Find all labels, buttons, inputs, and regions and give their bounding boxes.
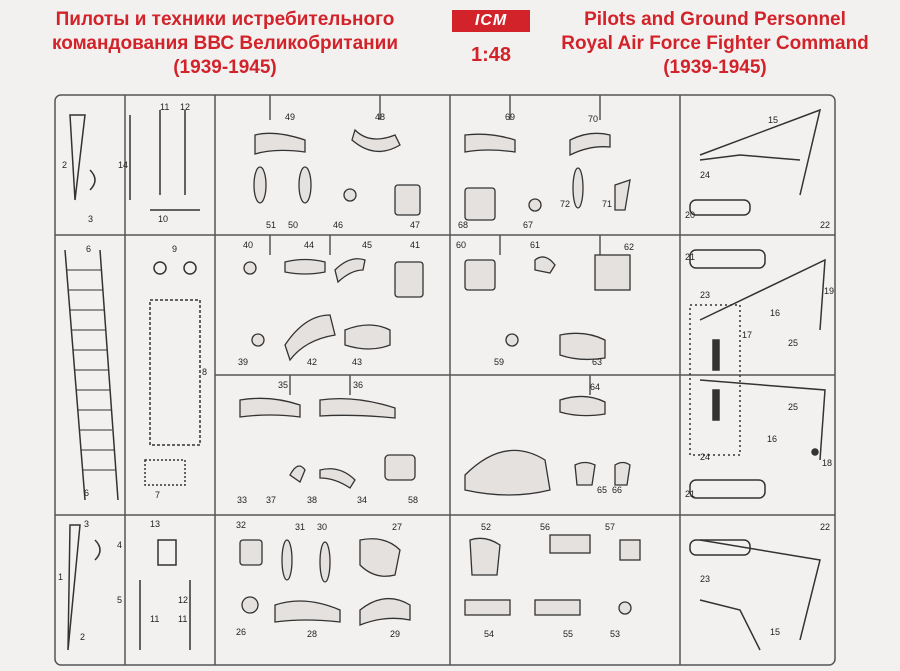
part-number: 8 [202,367,207,377]
part-number: 15 [768,115,778,125]
part-number: 28 [307,629,317,639]
part-number: 52 [481,522,491,532]
part-number: 66 [612,485,622,495]
part-number: 14 [118,160,128,170]
part-number: 39 [238,357,248,367]
part-number: 12 [178,595,188,605]
part-number: 3 [84,519,89,529]
part-number: 32 [236,520,246,530]
title-english: Pilots and Ground Personnel Royal Air Fo… [540,8,890,80]
part-number: 65 [597,485,607,495]
part-number: 15 [770,627,780,637]
part-number: 45 [362,240,372,250]
part-number: 69 [505,112,515,122]
part-number: 9 [172,244,177,254]
part-number: 56 [540,522,550,532]
part-number: 30 [317,522,327,532]
part-number: 55 [563,629,573,639]
part-number: 62 [624,242,634,252]
part-number: 29 [390,629,400,639]
part-number: 37 [266,495,276,505]
part-number: 36 [353,380,363,390]
title-russian: Пилоты и техники истребительного командо… [0,8,450,80]
title-en-line-2: Royal Air Force Fighter Command [561,33,869,54]
part-number: 6 [84,488,89,498]
part-number: 11 [160,102,169,112]
icm-logo: ICM [452,10,530,32]
part-number: 58 [408,495,418,505]
part-number: 2 [62,160,67,170]
scale-label: 1:48 [470,44,512,66]
part-number: 59 [494,357,504,367]
part-number: 26 [236,627,246,637]
part-number: 24 [700,170,710,180]
part-number: 53 [610,629,620,639]
part-number: 60 [456,240,466,250]
part-number: 1 [58,572,63,582]
part-number: 2 [80,632,85,642]
part-number: 11 [178,614,187,624]
part-number: 54 [484,629,494,639]
title-ru-line-1: Пилоты и техники истребительного [55,9,395,30]
title-ru-line-2: командования ВВС Великобритании [52,33,398,54]
part-number: 47 [410,220,420,230]
part-number: 11 [150,614,159,624]
part-number: 22 [820,522,830,532]
part-number: 6 [86,244,91,254]
part-number: 25 [788,402,798,412]
part-number: 22 [820,220,830,230]
part-number: 72 [560,199,570,209]
part-number: 12 [180,102,190,112]
part-number: 10 [158,214,168,224]
part-number: 25 [788,338,798,348]
sprue-frame [54,94,836,666]
part-number: 49 [285,112,295,122]
part-number: 68 [458,220,468,230]
part-number: 33 [237,495,247,505]
part-number: 23 [700,574,710,584]
part-number: 3 [88,214,93,224]
part-number: 46 [333,220,343,230]
part-number: 41 [410,240,420,250]
part-numbers: 11 12 2 14 3 10 6 9 8 6 7 3 13 4 1 5 12 … [58,102,834,642]
part-number: 17 [742,330,752,340]
part-number: 18 [822,458,832,468]
part-number: 38 [307,495,317,505]
part-number: 63 [592,357,602,367]
part-number: 27 [392,522,402,532]
part-number: 13 [150,519,160,529]
part-number: 21 [685,252,695,262]
part-number: 57 [605,522,615,532]
part-number: 67 [523,220,533,230]
part-number: 40 [243,240,253,250]
part-number: 20 [685,210,695,220]
part-number: 51 [266,220,276,230]
part-number: 35 [278,380,288,390]
part-number: 48 [375,112,385,122]
part-number: 23 [700,290,710,300]
part-number: 50 [288,220,298,230]
part-number: 70 [588,114,598,124]
part-number: 21 [685,489,695,499]
part-number: 7 [155,490,160,500]
part-number: 4 [117,540,122,550]
part-number: 34 [357,495,367,505]
part-number: 31 [295,522,305,532]
part-number: 44 [304,240,314,250]
part-number: 42 [307,357,317,367]
part-number: 24 [700,452,710,462]
part-number: 43 [352,357,362,367]
part-number: 16 [770,308,780,318]
part-number: 71 [602,199,612,209]
part-number: 64 [590,382,600,392]
title-en-line-1: Pilots and Ground Personnel [584,9,846,30]
part-number: 5 [117,595,122,605]
title-ru-line-3: (1939-1945) [173,57,277,78]
part-number: 61 [530,240,540,250]
part-number: 16 [767,434,777,444]
title-en-line-3: (1939-1945) [663,57,767,78]
part-number: 19 [824,286,834,296]
